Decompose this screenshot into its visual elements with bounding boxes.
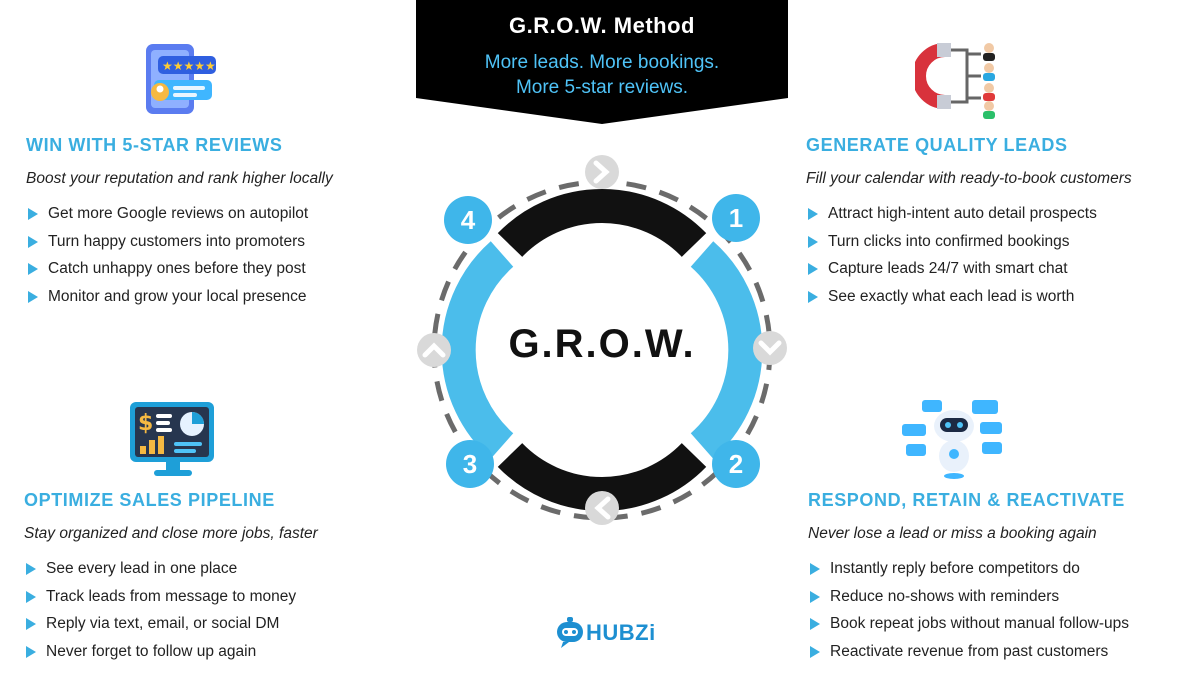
arrow-right-icon bbox=[585, 155, 619, 189]
bullet-list: See every lead in one place Track leads … bbox=[24, 555, 318, 665]
header-banner: G.R.O.W. Method More leads. More booking… bbox=[416, 0, 788, 124]
svg-text:$: $ bbox=[138, 411, 153, 436]
center-label: G.R.O.W. bbox=[508, 322, 696, 366]
list-item: Turn clicks into confirmed bookings bbox=[806, 228, 1132, 256]
step-number-1: 1 bbox=[728, 203, 744, 233]
banner-subtitle-line: More 5-star reviews. bbox=[515, 77, 689, 98]
section-title: RESPOND, RETAIN & REACTIVATE bbox=[808, 490, 1125, 510]
list-item: See exactly what each lead is worth bbox=[806, 283, 1132, 311]
arrow-down-icon bbox=[753, 331, 787, 365]
bullet-list: Get more Google reviews on autopilot Tur… bbox=[26, 200, 333, 310]
section-title: OPTIMIZE SALES PIPELINE bbox=[24, 490, 275, 510]
review-stars-icon: ★★★★★ bbox=[146, 44, 216, 114]
banner-shape bbox=[416, 0, 788, 124]
grow-cycle-diagram bbox=[417, 155, 787, 525]
list-item: Reply via text, email, or social DM bbox=[24, 610, 318, 638]
list-item: Track leads from message to money bbox=[24, 583, 318, 611]
step-2-circle bbox=[712, 440, 760, 488]
list-item: Reactivate revenue from past customers bbox=[808, 638, 1129, 666]
list-item: See every lead in one place bbox=[24, 555, 318, 583]
section-subtitle: Never lose a lead or miss a booking agai… bbox=[808, 525, 1097, 542]
list-item: Monitor and grow your local presence bbox=[26, 283, 333, 311]
list-item: Book repeat jobs without manual follow-u… bbox=[808, 610, 1129, 638]
chatbot-robot-icon bbox=[902, 400, 1002, 479]
banner-subtitle-line: More leads. More bookings. bbox=[484, 52, 720, 73]
step-number-3: 3 bbox=[462, 449, 478, 479]
list-item: Instantly reply before competitors do bbox=[808, 555, 1129, 583]
arrow-up-icon bbox=[417, 333, 451, 367]
section-win-reviews: WIN WITH 5-STAR REVIEWS Boost your reput… bbox=[26, 135, 333, 310]
bullet-list: Attract high-intent auto detail prospect… bbox=[806, 200, 1132, 310]
list-item: Never forget to follow up again bbox=[24, 638, 318, 666]
svg-text:★★★★★: ★★★★★ bbox=[162, 59, 216, 73]
step-number-2: 2 bbox=[728, 449, 744, 479]
section-title: GENERATE QUALITY LEADS bbox=[806, 135, 1068, 155]
brand-logo-text: HUBZi bbox=[586, 620, 656, 645]
list-item: Turn happy customers into promoters bbox=[26, 228, 333, 256]
section-respond-retain: RESPOND, RETAIN & REACTIVATE Never lose … bbox=[808, 490, 1129, 665]
section-optimize-pipeline: OPTIMIZE SALES PIPELINE Stay organized a… bbox=[24, 490, 318, 665]
section-generate-leads: GENERATE QUALITY LEADS Fill your calenda… bbox=[806, 135, 1132, 310]
ring-segment-bottom bbox=[497, 442, 707, 511]
ring-segment-left bbox=[441, 241, 514, 459]
magnet-leads-icon bbox=[915, 43, 995, 119]
step-1-circle bbox=[712, 194, 760, 242]
step-number-4: 4 bbox=[460, 205, 476, 235]
section-subtitle: Fill your calendar with ready-to-book cu… bbox=[806, 170, 1132, 187]
section-title: WIN WITH 5-STAR REVIEWS bbox=[26, 135, 283, 155]
hubzi-logo-icon bbox=[557, 617, 583, 648]
dashboard-monitor-icon: $ bbox=[130, 402, 214, 476]
ring-segment-right bbox=[690, 241, 763, 459]
bullet-list: Instantly reply before competitors do Re… bbox=[808, 555, 1129, 665]
ring-segment-top bbox=[497, 189, 707, 258]
arrow-left-icon bbox=[585, 491, 619, 525]
banner-subtitle: More leads. More bookings. More 5-star r… bbox=[416, 50, 788, 100]
list-item: Capture leads 24/7 with smart chat bbox=[806, 255, 1132, 283]
list-item: Reduce no-shows with reminders bbox=[808, 583, 1129, 611]
list-item: Get more Google reviews on autopilot bbox=[26, 200, 333, 228]
section-subtitle: Boost your reputation and rank higher lo… bbox=[26, 170, 333, 187]
step-3-circle bbox=[446, 440, 494, 488]
step-4-circle bbox=[444, 196, 492, 244]
list-item: Catch unhappy ones before they post bbox=[26, 255, 333, 283]
section-subtitle: Stay organized and close more jobs, fast… bbox=[24, 525, 318, 542]
list-item: Attract high-intent auto detail prospect… bbox=[806, 200, 1132, 228]
banner-title: G.R.O.W. Method bbox=[509, 13, 695, 38]
